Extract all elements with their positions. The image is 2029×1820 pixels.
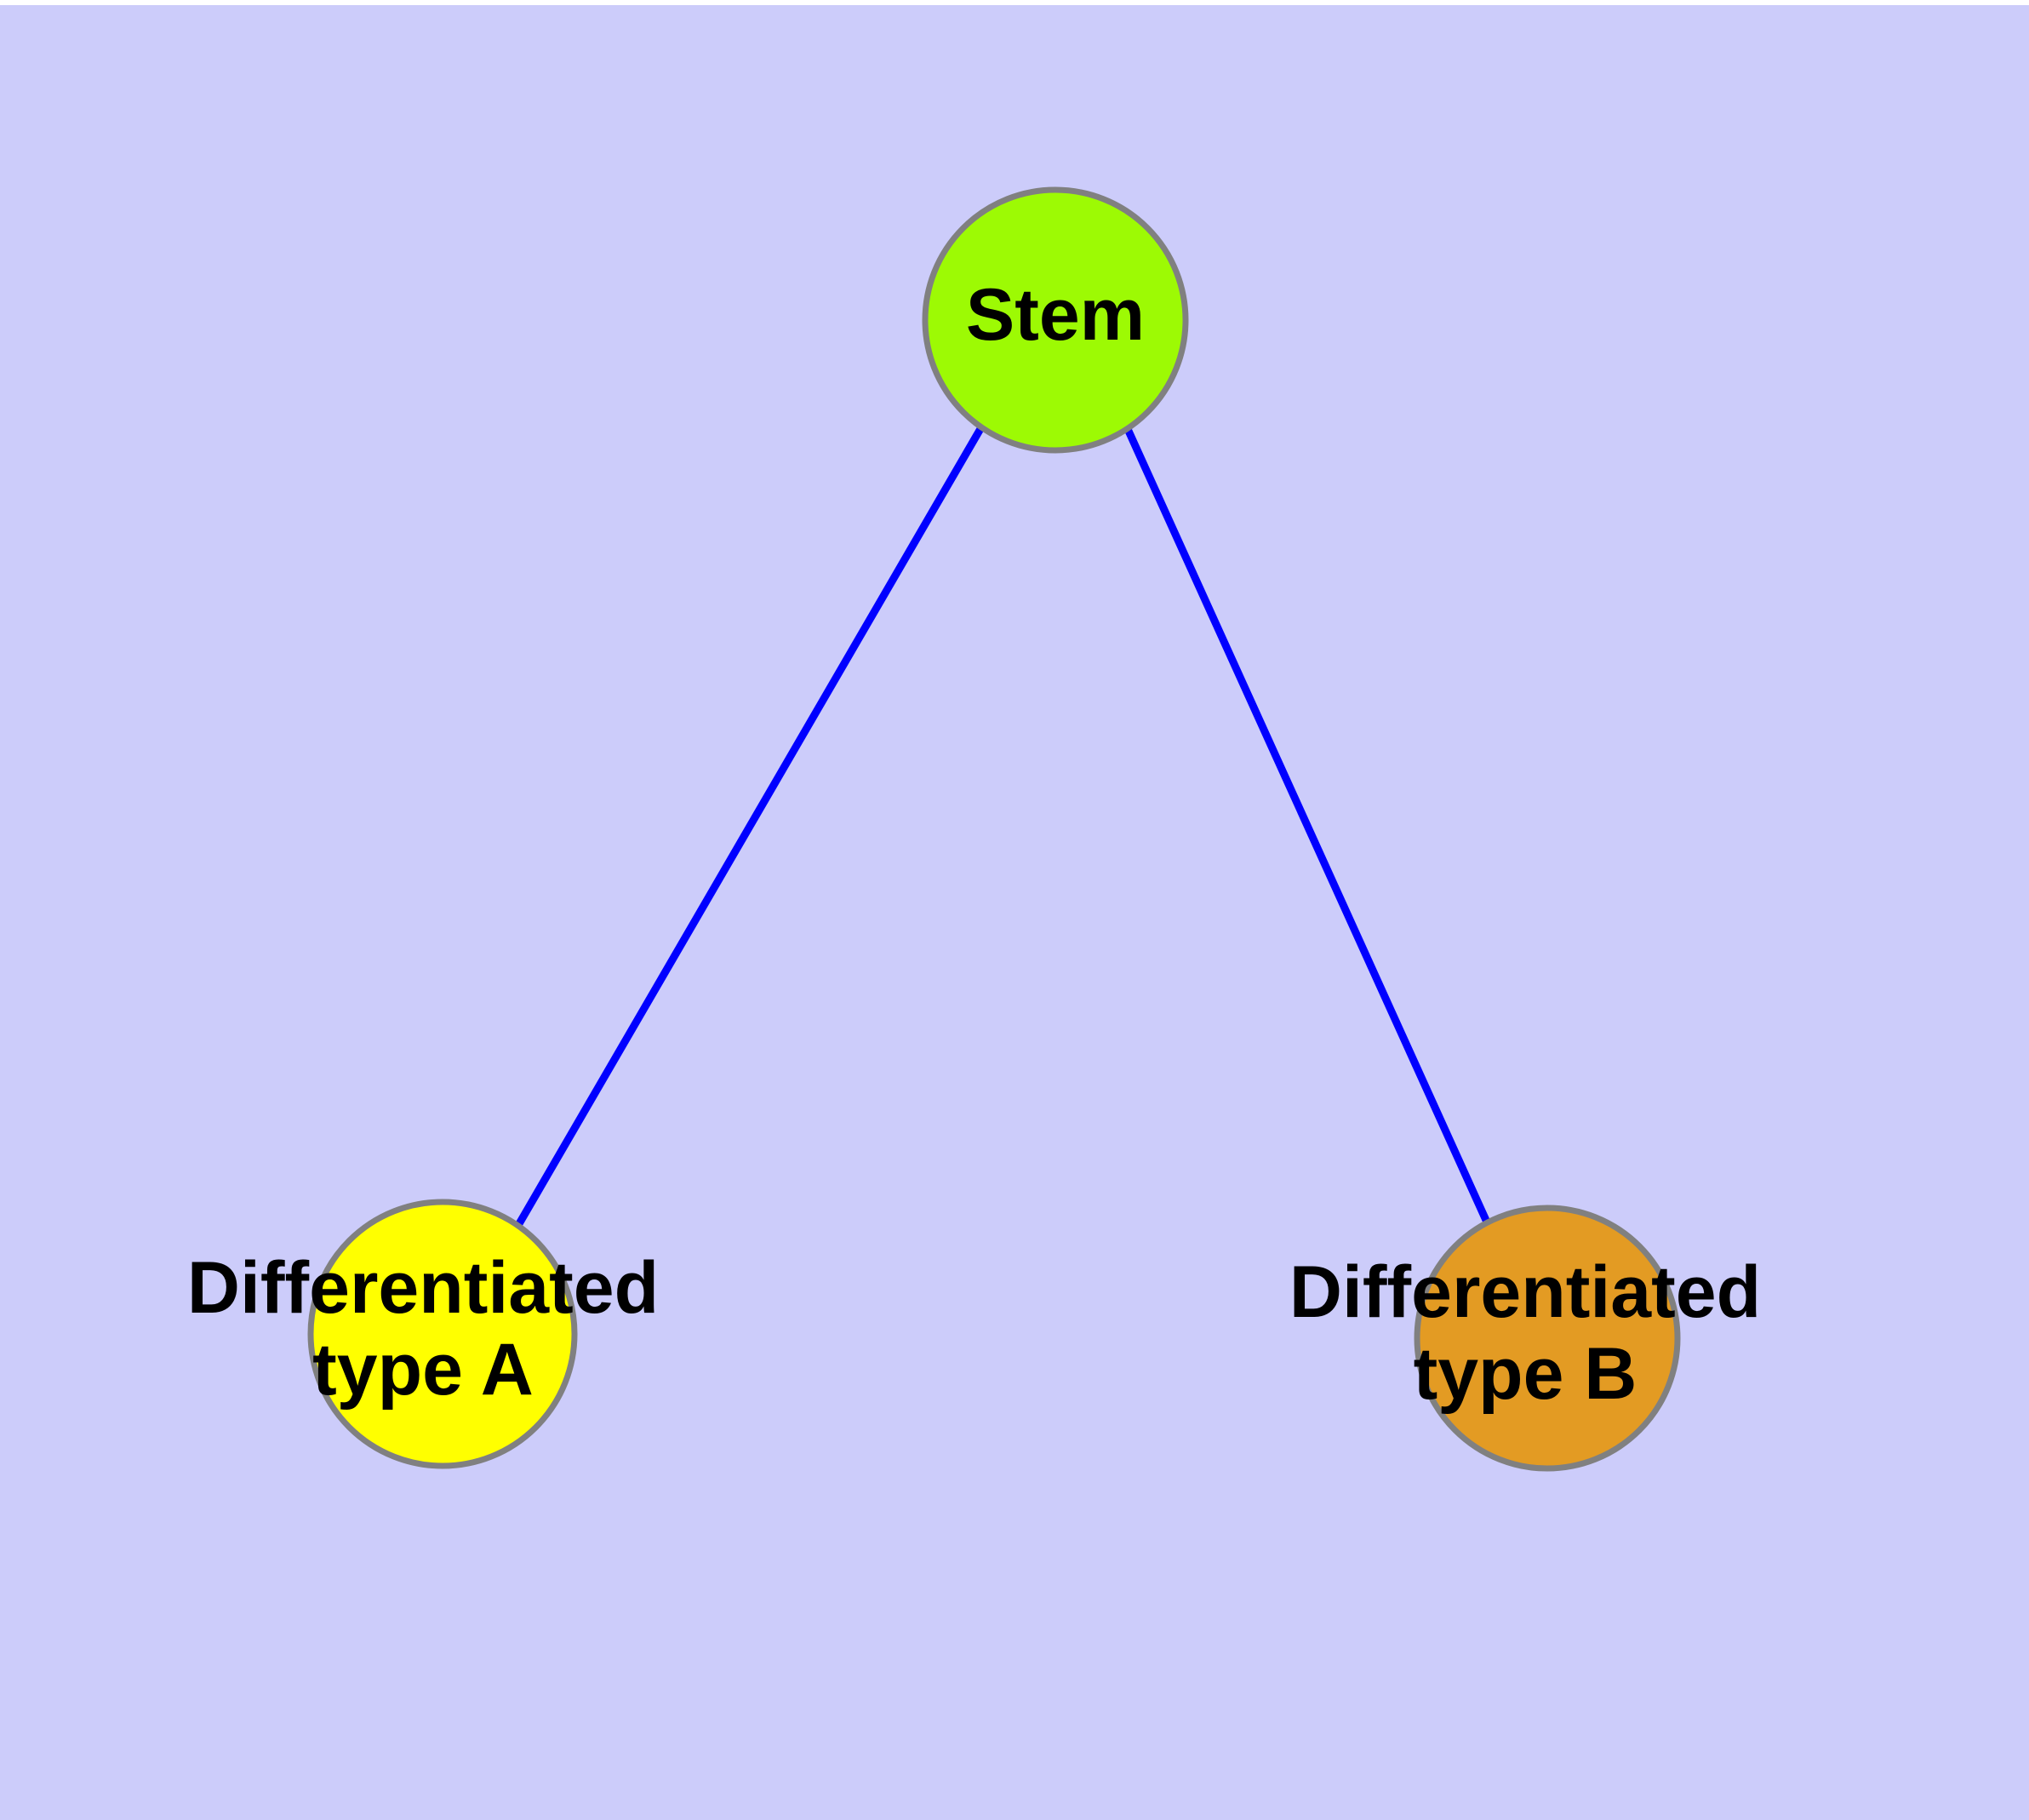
node-label-line: Differentiated [187,1247,659,1329]
node-label-line: type A [312,1329,534,1411]
node-label-line: type B [1414,1333,1637,1415]
node-label-line: Differentiated [1289,1251,1761,1333]
edge-stem-to-diff-a[interactable] [514,425,985,1229]
node-circle-diff_a[interactable] [307,1199,578,1469]
node-label-stem: Stem [966,274,1145,356]
edges-layer [514,425,1493,1229]
node-circle-stem[interactable] [922,186,1189,454]
node-circle-diff_b[interactable] [1414,1205,1681,1472]
edge-stem-to-diff-b[interactable] [1123,427,1493,1228]
node-label-line: Stem [966,274,1145,356]
